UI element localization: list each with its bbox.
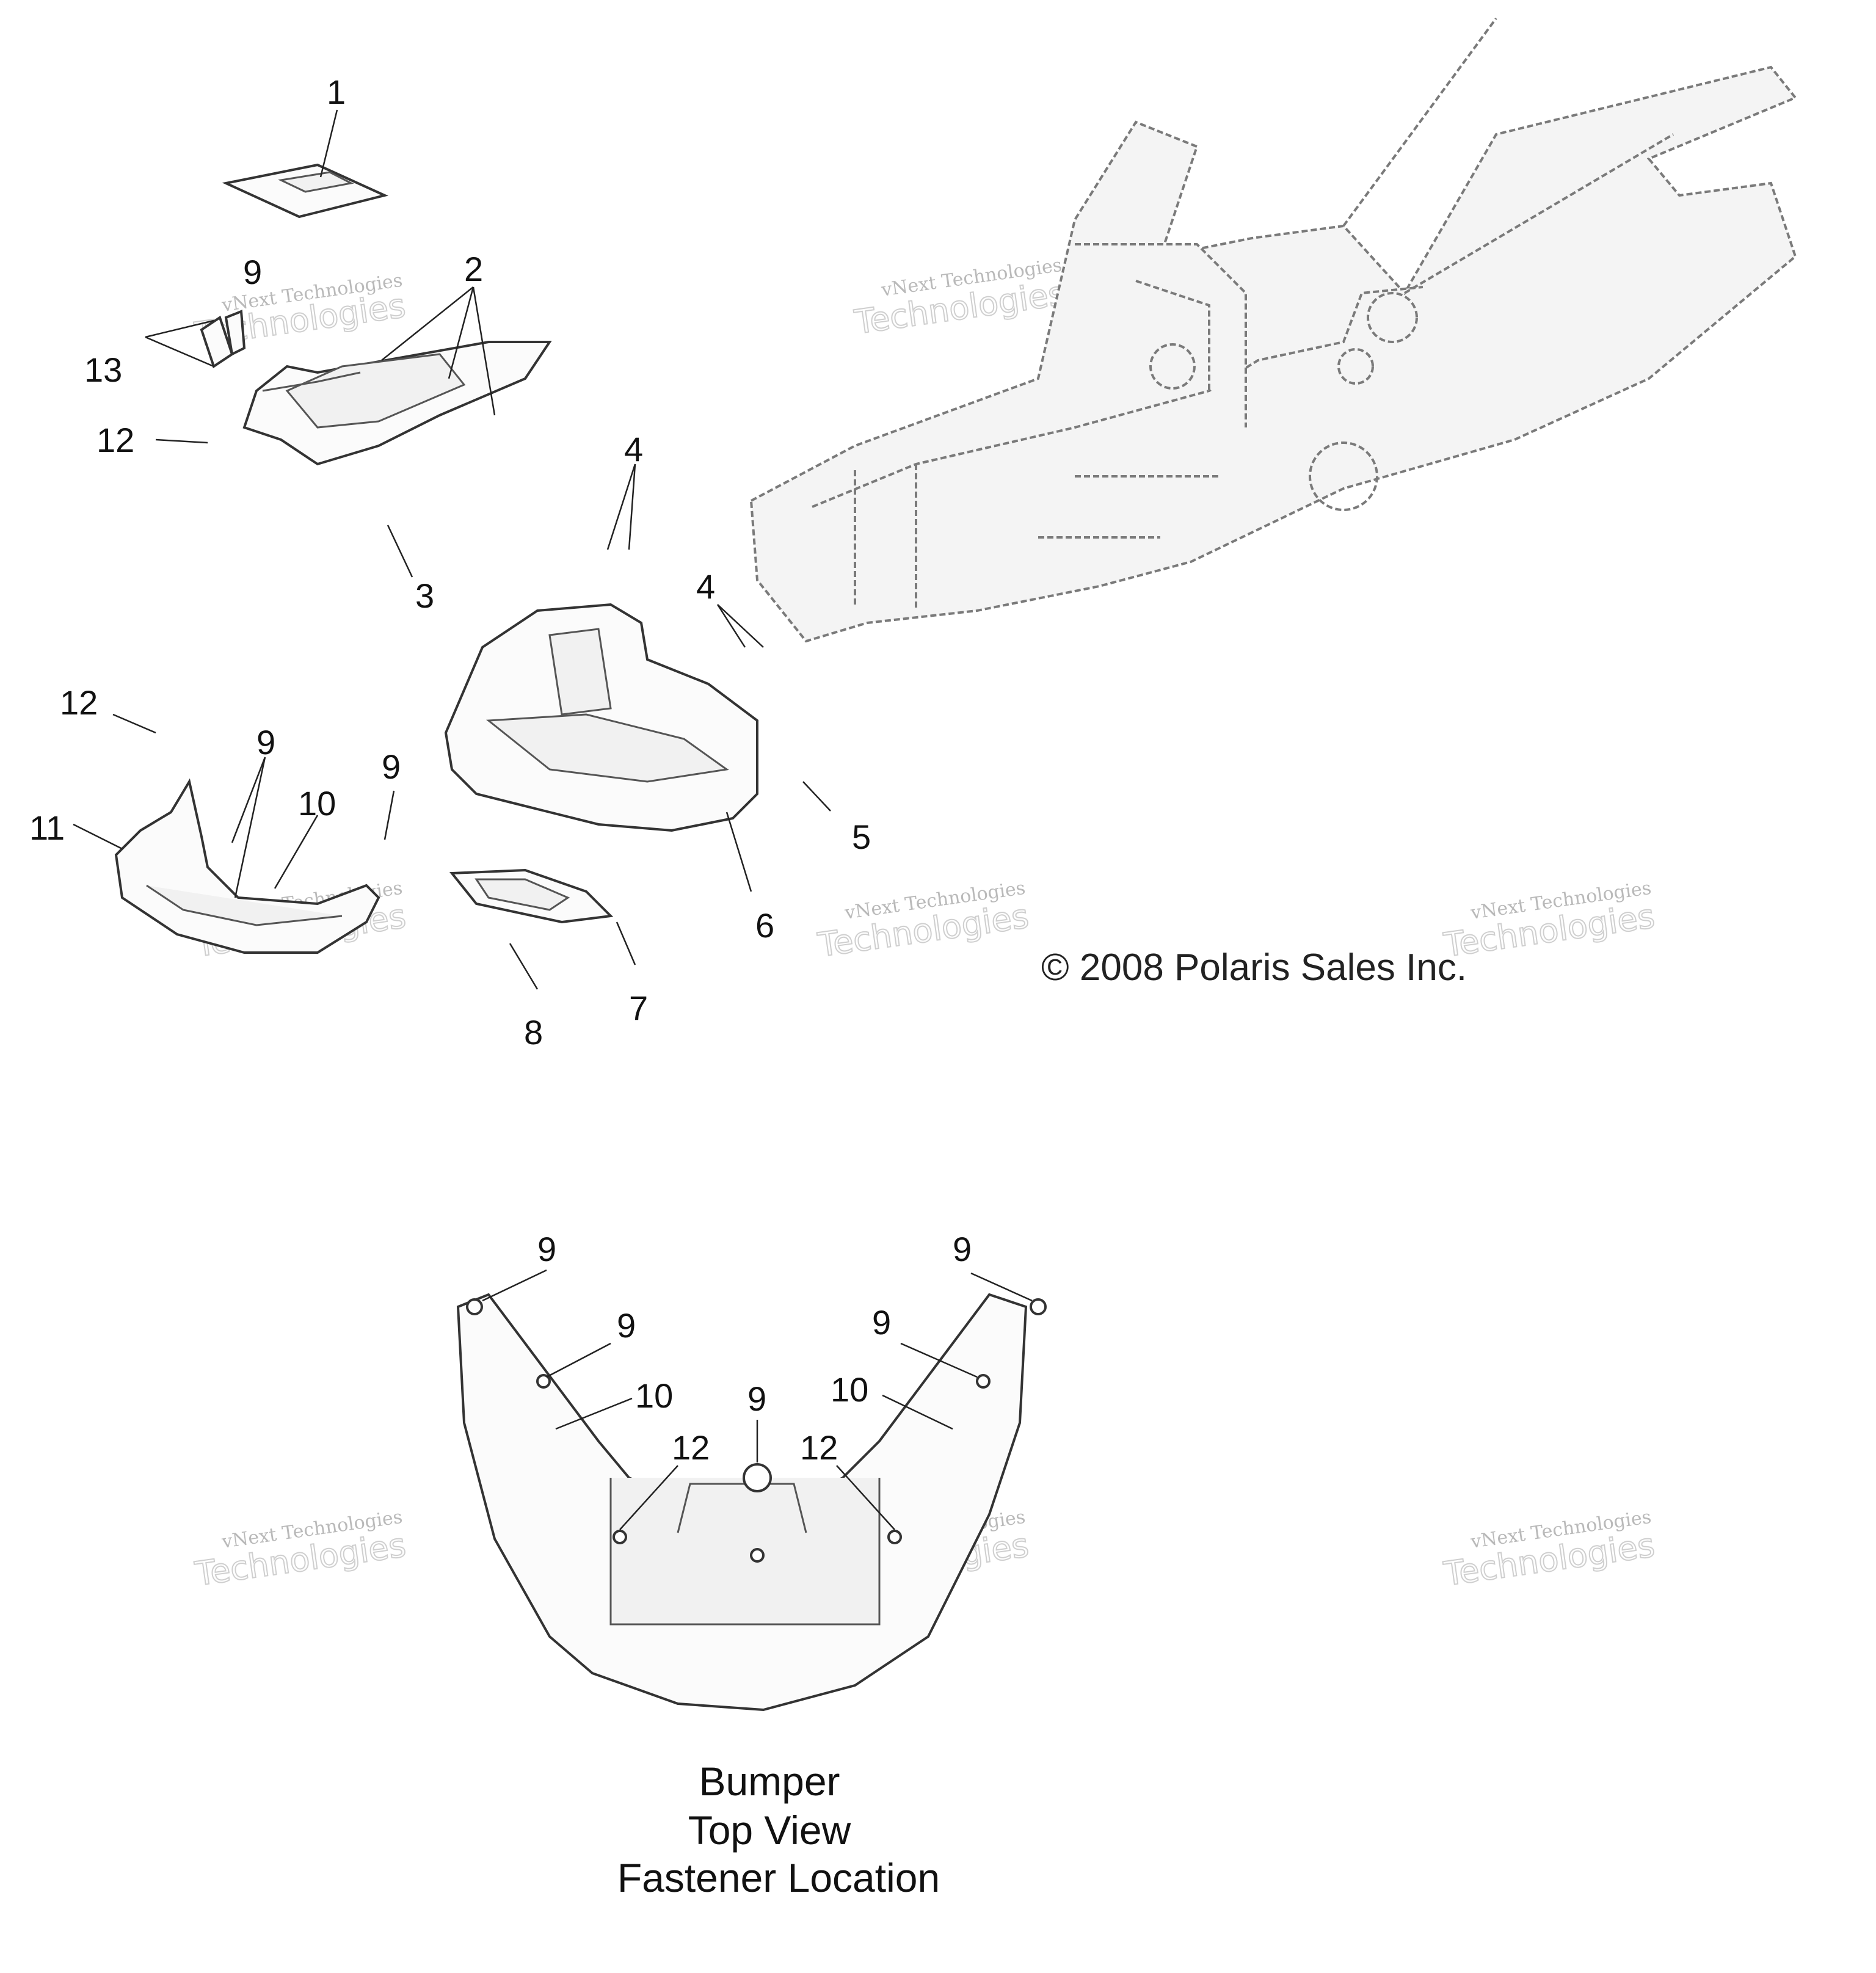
callout-4: 4 [624, 430, 643, 468]
callout-9: 9 [256, 723, 275, 761]
chassis-frame [749, 17, 1798, 643]
part-1-plate [222, 163, 389, 219]
callout-7: 7 [629, 989, 648, 1027]
part-7-skid [449, 868, 614, 924]
copyright-notice: © 2008 Polaris Sales Inc. [1041, 947, 1467, 989]
callout-1: 1 [327, 73, 346, 111]
callout-5: 5 [852, 818, 871, 856]
bumper-caption: Bumper Top View Fastener Location [617, 1759, 940, 1900]
callout-10: 10 [831, 1370, 868, 1409]
callout-9: 9 [872, 1303, 891, 1342]
part-6-housing [444, 603, 758, 832]
part-11-bumper [114, 778, 380, 954]
bumper-top-view [456, 1293, 1047, 1712]
callout-9: 9 [382, 747, 401, 786]
caption-line-2: Top View [688, 1808, 851, 1853]
callout-11: 11 [29, 808, 65, 847]
callout-12: 12 [60, 683, 98, 722]
callout-12: 12 [800, 1428, 838, 1467]
callout-4: 4 [696, 567, 715, 606]
callout-10: 10 [635, 1376, 673, 1415]
part-13-brackets [200, 310, 246, 369]
callout-9: 9 [617, 1306, 636, 1345]
callout-10: 10 [298, 784, 336, 823]
callout-12: 12 [96, 421, 134, 459]
callout-12: 12 [672, 1428, 710, 1467]
callout-labels: 1 2 3 4 4 5 6 7 8 9 9 9 10 11 12 12 13 9… [29, 73, 972, 1467]
callout-8: 8 [524, 1013, 543, 1052]
callout-9: 9 [537, 1230, 556, 1268]
leader-lines [73, 109, 1033, 1530]
part-3-panel [242, 341, 552, 466]
callout-6: 6 [755, 906, 774, 945]
callout-9: 9 [953, 1230, 972, 1268]
caption-line-3: Fastener Location [617, 1855, 940, 1900]
callout-9: 9 [243, 253, 262, 291]
callout-2: 2 [464, 250, 483, 288]
callout-9: 9 [747, 1379, 766, 1418]
caption-line-1: Bumper [699, 1759, 840, 1804]
callout-3: 3 [415, 576, 434, 615]
callout-13: 13 [84, 351, 122, 389]
